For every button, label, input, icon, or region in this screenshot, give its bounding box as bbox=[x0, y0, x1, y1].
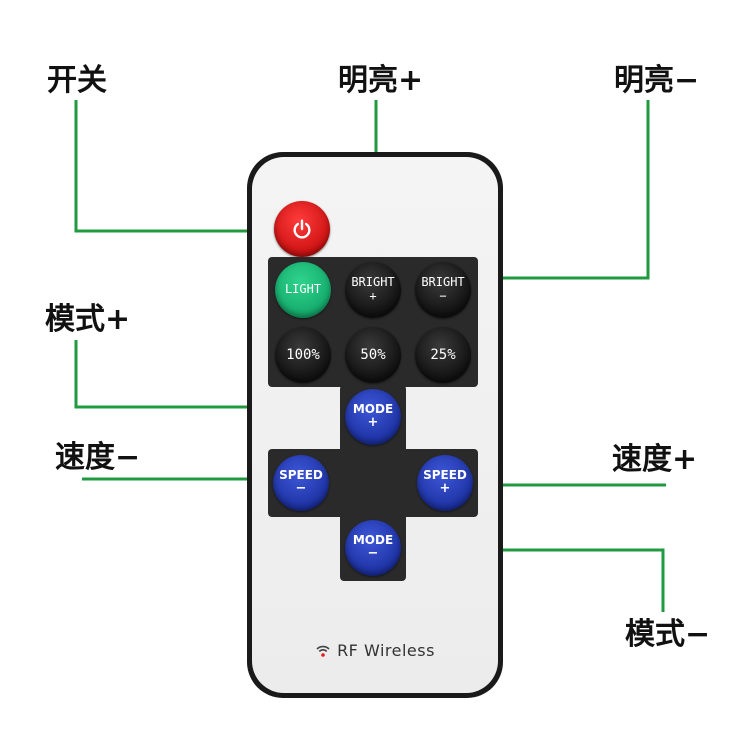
speed-minus-sign: − bbox=[295, 481, 307, 497]
callout-speed-up: 速度+ bbox=[612, 442, 698, 477]
mode-plus-button[interactable]: MODE + bbox=[345, 389, 401, 445]
leader-line-power bbox=[74, 100, 276, 233]
callout-power: 开关 bbox=[47, 63, 107, 98]
brightness-100-label: 100% bbox=[286, 346, 320, 363]
mode-plus-sign: + bbox=[367, 415, 379, 431]
speed-plus-label: SPEED bbox=[423, 467, 467, 482]
callout-mode-down: 模式− bbox=[625, 617, 711, 652]
bright-minus-sign: − bbox=[439, 289, 447, 303]
remote-control: LIGHT BRIGHT + BRIGHT − 100% 50% 25% bbox=[247, 152, 503, 698]
light-button[interactable]: LIGHT bbox=[275, 262, 331, 318]
speed-minus-label: SPEED bbox=[279, 467, 323, 482]
mode-minus-sign: − bbox=[367, 546, 379, 562]
bright-minus-label: BRIGHT bbox=[421, 275, 465, 290]
bright-minus-button[interactable]: BRIGHT − bbox=[415, 262, 471, 318]
brightness-50-button[interactable]: 50% bbox=[345, 327, 401, 383]
remote-face: LIGHT BRIGHT + BRIGHT − 100% 50% 25% bbox=[252, 157, 498, 693]
mode-minus-label: MODE bbox=[352, 532, 394, 547]
brightness-25-label: 25% bbox=[430, 346, 456, 363]
callout-speed-down: 速度− bbox=[55, 440, 141, 475]
brand-label: RF Wireless bbox=[252, 641, 498, 660]
speed-plus-button[interactable]: SPEED + bbox=[417, 455, 473, 511]
brightness-50-label: 50% bbox=[360, 346, 386, 363]
callout-bright-up: 明亮+ bbox=[338, 63, 424, 98]
speed-plus-sign: + bbox=[439, 481, 451, 497]
callout-mode-up: 模式+ bbox=[45, 302, 131, 337]
brand-text: RF Wireless bbox=[337, 641, 435, 660]
bright-plus-button[interactable]: BRIGHT + bbox=[345, 262, 401, 318]
mode-minus-button[interactable]: MODE − bbox=[345, 520, 401, 576]
brightness-25-button[interactable]: 25% bbox=[415, 327, 471, 383]
power-icon bbox=[291, 218, 313, 240]
wireless-signal-icon bbox=[316, 645, 330, 657]
mode-plus-label: MODE bbox=[352, 401, 394, 416]
callout-bright-down: 明亮− bbox=[614, 63, 700, 98]
power-button[interactable] bbox=[274, 201, 330, 257]
brightness-100-button[interactable]: 100% bbox=[275, 327, 331, 383]
bright-plus-sign: + bbox=[369, 289, 377, 303]
speed-minus-button[interactable]: SPEED − bbox=[273, 455, 329, 511]
bright-plus-label: BRIGHT bbox=[351, 275, 395, 290]
light-button-label: LIGHT bbox=[284, 282, 322, 297]
